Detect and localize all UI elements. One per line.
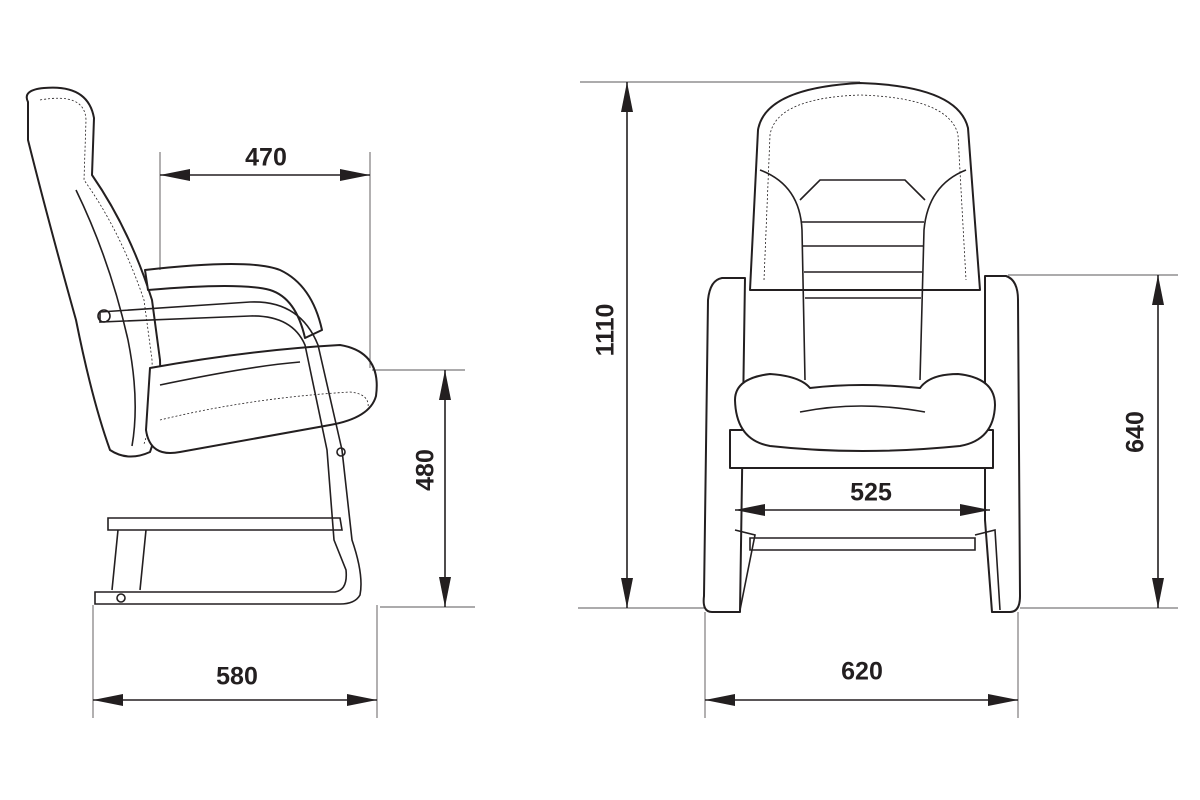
front-seat-cushion	[734, 373, 996, 452]
front-backrest-stitch	[763, 94, 967, 281]
dim-480-label: 480	[411, 449, 440, 491]
front-left-arm	[702, 277, 746, 613]
side-seat-top	[159, 361, 301, 386]
side-backrest	[25, 86, 162, 458]
dim-470-label: 470	[245, 143, 287, 172]
dim-640-label: 640	[1121, 411, 1150, 453]
side-view-chair	[25, 86, 378, 605]
side-arm-bolt	[97, 309, 111, 323]
front-backrest-right-wing	[919, 169, 967, 381]
side-frame-bolt	[336, 447, 346, 457]
front-base	[734, 528, 1001, 611]
side-base-bolt	[116, 593, 126, 603]
front-backrest-left-wing	[759, 169, 806, 381]
dim-580-label: 580	[216, 662, 258, 691]
front-backrest	[749, 82, 981, 291]
front-dimensions	[578, 81, 1178, 718]
dim-1110-label: 1110	[591, 303, 620, 357]
side-seat	[145, 344, 378, 454]
front-right-arm	[984, 275, 1021, 613]
side-dimensions	[92, 152, 475, 718]
front-seat-front-line	[799, 405, 926, 413]
dim-525-label: 525	[850, 478, 892, 507]
side-frame	[94, 301, 362, 605]
dim-620-label: 620	[841, 657, 883, 686]
side-arm-upper	[144, 263, 323, 339]
side-backrest-inner	[75, 189, 136, 447]
front-headrest-panel	[799, 179, 926, 201]
side-seat-stitch	[159, 391, 369, 421]
side-base-rear	[107, 517, 343, 591]
front-view-chair	[702, 82, 1021, 613]
